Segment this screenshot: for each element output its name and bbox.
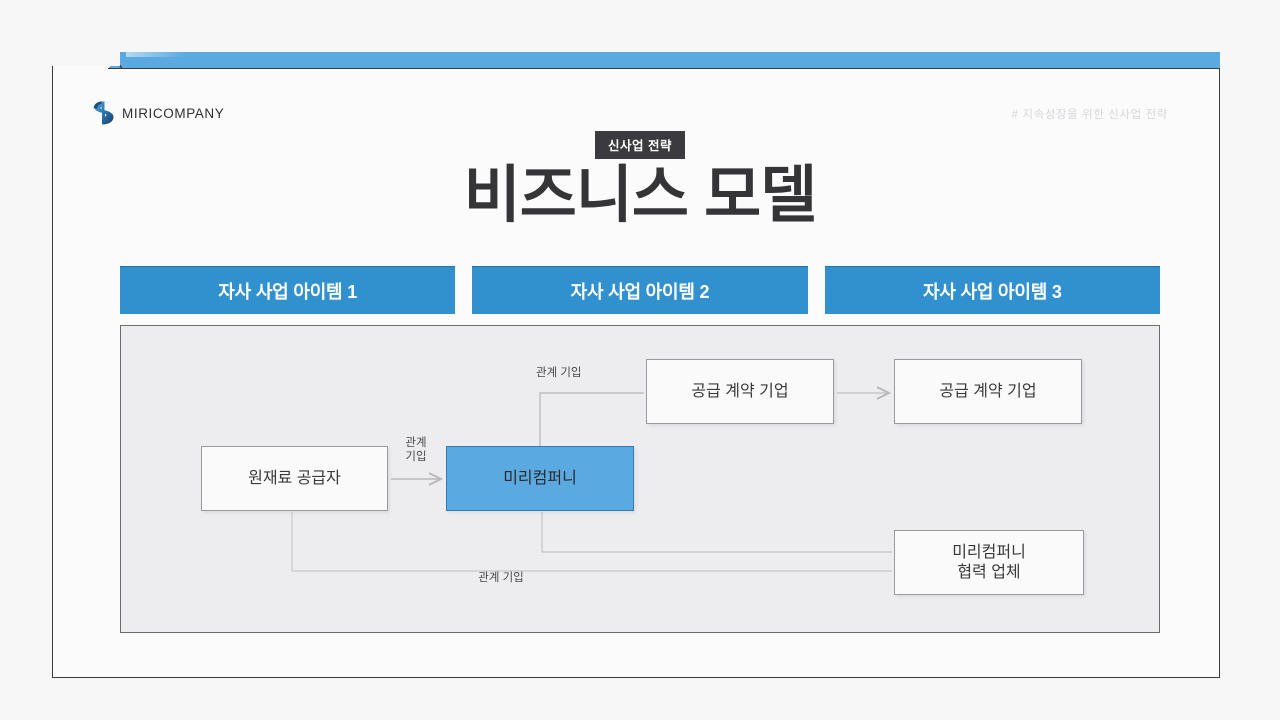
diagram-node-supplier[interactable]: 원재료 공급자 [201,446,388,511]
frame-notch-mask [52,50,120,66]
section-badge: 신사업 전략 [595,131,685,159]
page-title: 비즈니스 모델 [463,161,817,230]
connector-label-middle: 관계 기입 [405,437,427,464]
item-bar-1[interactable]: 자사 사업 아이템 1 [120,266,456,314]
item-bar-3[interactable]: 자사 사업 아이템 3 [824,266,1160,314]
top-accent-bar-edge [108,67,1220,69]
brand-logo: MIRICOMPANY [92,100,224,126]
connector-miri-to-contract1 [539,392,644,446]
diagram-node-miricompany[interactable]: 미리컴퍼니 [446,446,634,511]
top-accent-bar-highlight [126,52,186,57]
item-bar-2[interactable]: 자사 사업 아이템 2 [472,266,808,314]
header-hashtag: # 지속성장을 위한 신사업 전략 [1011,109,1168,121]
diagram-canvas: 원재료 공급자 미리컴퍼니 공급 계약 기업 공급 계약 기업 미리컴퍼니 협력… [121,326,1159,632]
diagram-node-partner-company[interactable]: 미리컴퍼니 협력 업체 [894,530,1084,595]
diagram-panel: 원재료 공급자 미리컴퍼니 공급 계약 기업 공급 계약 기업 미리컴퍼니 협력… [120,325,1160,633]
brand-logo-text: MIRICOMPANY [122,105,225,121]
connector-label-bottom: 관계 기입 [478,572,524,584]
connector-supplier-to-partner [291,512,892,572]
top-accent-bar [108,52,1220,69]
s-swoosh-logo-icon [93,101,114,125]
connector-label-top: 관계 기입 [536,367,582,379]
connector-miri-to-partner [541,512,892,553]
diagram-node-contract-company-1[interactable]: 공급 계약 기업 [646,359,834,424]
diagram-connectors [291,326,892,572]
diagram-node-contract-company-2[interactable]: 공급 계약 기업 [894,359,1082,424]
item-bar-group: 자사 사업 아이템 1 자사 사업 아이템 2 자사 사업 아이템 3 [120,266,1160,314]
